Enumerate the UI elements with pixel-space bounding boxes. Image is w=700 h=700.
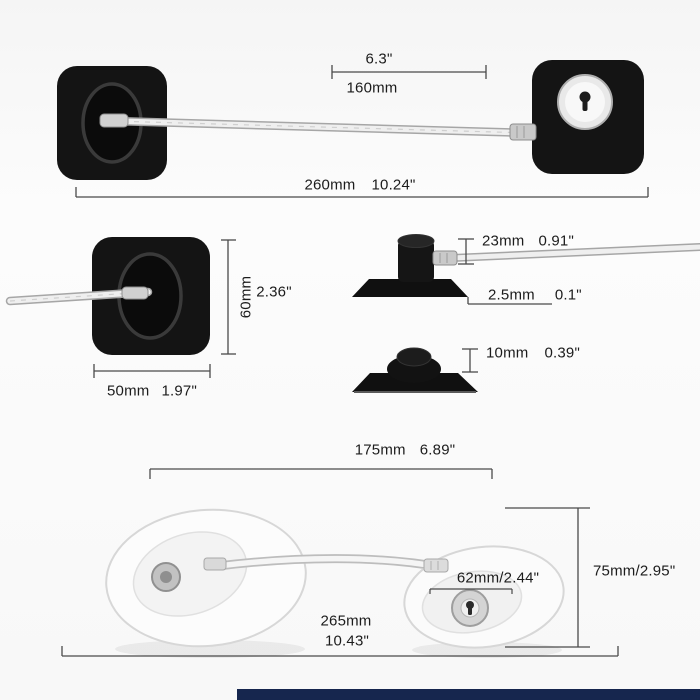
label-overall-top: 260mm 10.24" [304, 176, 415, 193]
pad-front-view [5, 237, 236, 378]
label-lock-height-in: 0.91" [538, 232, 575, 250]
bottom-banner-strip [237, 689, 700, 700]
label-lock-height-mm: 23mm [482, 232, 525, 250]
steel-cable-white [213, 554, 445, 572]
white-version-assembly [61, 468, 619, 658]
label-knob-height: 10mm 0.39" [486, 344, 580, 361]
pad-knob-side [387, 347, 441, 383]
white-cable-anchor [203, 557, 227, 571]
dim-pad-width-line [93, 364, 211, 378]
label-cable-length-in: 6.3" [365, 50, 393, 68]
label-overall-bottom-mm: 265mm [320, 612, 372, 630]
label-cable-span-in: 6.89" [419, 441, 456, 459]
label-pad-width-in: 1.97" [161, 382, 198, 400]
label-lock-width: 62mm/2.44" [456, 569, 540, 587]
lock-cylinder-side [397, 234, 435, 282]
dim-knob-height-line [462, 348, 478, 373]
label-pad-height-in: 2.36" [256, 283, 292, 301]
label-pad-width-mm: 50mm [106, 382, 150, 400]
label-cable-span: 175mm 6.89" [355, 441, 456, 458]
lock-base-plate-side [352, 279, 468, 297]
dim-cable-span-line [149, 468, 493, 479]
label-base-thickness-in: 0.1" [554, 286, 582, 304]
pad-shadow [115, 640, 305, 658]
cable-ferrule-pad-front [121, 286, 149, 300]
label-overall-bottom-in: 10.43" [324, 632, 370, 650]
dim-overall-bottom-line [61, 646, 619, 657]
label-cable-length-mm: 160mm [346, 79, 398, 97]
cable-connector-side [432, 250, 458, 266]
white-cable-connector [423, 558, 449, 573]
cable-ferrule-left-top [99, 113, 129, 128]
label-pad-width: 50mm 1.97" [107, 382, 197, 399]
dim-overall-top-line [75, 187, 649, 198]
lock-body-top [532, 60, 644, 174]
label-base-thickness-mm: 2.5mm [488, 286, 535, 304]
pad-side-view [352, 347, 478, 393]
label-lock-height: 23mm 0.91" [482, 232, 574, 249]
dim-cable-top-line [331, 65, 487, 79]
label-base-thickness: 2.5mm 0.1" [488, 286, 582, 303]
top-assembly [57, 60, 649, 198]
dim-base-thickness-line [467, 297, 552, 305]
label-overall-height: 75mm/2.95" [593, 562, 676, 580]
lock-side-view [352, 234, 700, 305]
keyhole-icon [579, 91, 591, 111]
steel-cable-lock-side [448, 243, 700, 262]
white-lock-body [403, 545, 565, 649]
label-knob-height-in: 0.39" [544, 344, 581, 362]
keyhole-white-icon [466, 601, 474, 615]
lock-shadow [412, 642, 562, 658]
label-overall-top-in: 10.24" [371, 176, 416, 194]
label-overall-top-mm: 260mm [304, 176, 356, 194]
white-mount-pad [105, 508, 307, 648]
mount-pad-front [92, 237, 210, 355]
dim-lock-width-line [429, 588, 513, 594]
label-cable-span-mm: 175mm [354, 441, 406, 459]
dim-lock-height-line [458, 238, 474, 265]
dim-pad-height-line [221, 239, 236, 355]
cable-connector-top [509, 123, 537, 141]
label-knob-height-mm: 10mm [486, 344, 529, 362]
dim-overall-height-line [505, 507, 590, 648]
label-pad-height-mm: 60mm [237, 275, 255, 319]
steel-cable-top [107, 116, 535, 138]
